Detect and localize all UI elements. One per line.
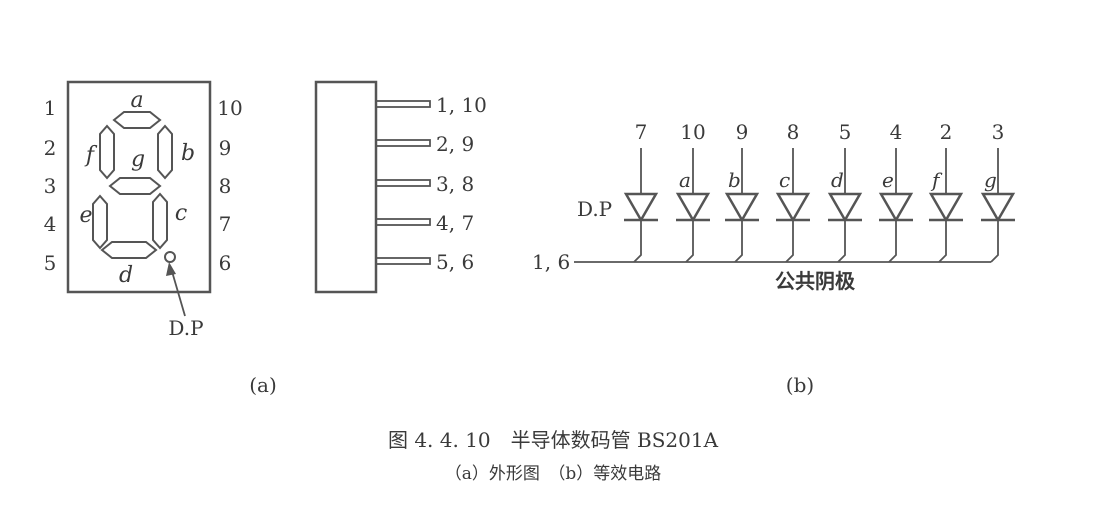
pin-number: 8 — [787, 120, 800, 144]
diode-symbol — [775, 192, 811, 223]
dp-arrow-head — [166, 262, 176, 276]
pin-label-left: 2 — [44, 136, 57, 160]
dp-arrow — [170, 267, 186, 317]
front-view: a f g b e c d D.P 1 2 3 4 5 10 9 8 7 6 — [44, 80, 243, 340]
segment-label: a — [679, 168, 691, 192]
cathode-wire — [938, 220, 947, 263]
segment-label-a: a — [130, 88, 143, 113]
side-pin — [375, 100, 431, 108]
pin-label-right: 7 — [219, 212, 232, 236]
pin-label-left: 4 — [44, 212, 57, 236]
pin-label-right: 9 — [219, 136, 232, 160]
display-body — [66, 80, 212, 294]
common-cathode-label: 公共阴极 — [775, 269, 856, 293]
segment-label-e: e — [79, 203, 92, 228]
segment-label-c: c — [175, 201, 187, 226]
pin-number: 4 — [890, 120, 903, 144]
pin-label-left: 1 — [44, 96, 57, 120]
pin-label-right: 8 — [219, 174, 232, 198]
cathode-wire — [785, 220, 794, 263]
figure-a-label: (a) — [249, 373, 277, 397]
pin-label-left: 3 — [44, 174, 57, 198]
segment-g — [108, 177, 162, 195]
pin-number: 7 — [635, 120, 648, 144]
common-pin-label: 1, 6 — [532, 250, 570, 274]
side-pin-label: 2, 9 — [436, 132, 474, 156]
diode-symbol — [928, 192, 964, 223]
segment-label-b: b — [181, 141, 195, 166]
pin-number: 3 — [992, 120, 1005, 144]
figure-caption-subtitle: （a）外形图 （b）等效电路 — [444, 464, 662, 484]
side-pin — [375, 257, 431, 265]
equivalent-circuit: 7 10 a 9 b 8 c 5 d 4 e 2 f 3 g — [574, 120, 1016, 263]
pin-number: 5 — [839, 120, 852, 144]
diode-symbol — [675, 192, 711, 223]
side-pin — [375, 218, 431, 226]
cathode-wire — [734, 220, 743, 263]
cathode-wire — [685, 220, 694, 263]
segment-label-d: d — [119, 263, 133, 288]
segment-a — [112, 111, 162, 129]
pin-label-left: 5 — [44, 251, 57, 275]
dp-label-b: D.P — [577, 197, 612, 221]
pin-number: 2 — [940, 120, 953, 144]
side-pin — [375, 139, 431, 147]
side-view: 1, 10 2, 9 3, 8 4, 7 5, 6 — [314, 80, 487, 294]
segment-d — [100, 241, 158, 259]
pin-label-right: 10 — [217, 96, 242, 120]
diode-symbol — [827, 192, 863, 223]
cathode-wire — [837, 220, 846, 263]
segment-label: b — [728, 168, 741, 192]
diode-symbol — [878, 192, 914, 223]
cathode-wire — [888, 220, 897, 263]
segment-label: g — [984, 168, 997, 192]
segment-label: e — [882, 168, 894, 192]
segment-b — [157, 124, 173, 180]
segment-label-f: f — [84, 143, 98, 168]
pin-number: 9 — [736, 120, 749, 144]
segment-f — [99, 124, 115, 180]
segment-label: c — [779, 168, 790, 192]
diode-symbol — [724, 192, 760, 223]
dp-label-a: D.P — [168, 316, 203, 340]
side-pin-label: 5, 6 — [436, 250, 474, 274]
dp-dot — [164, 251, 176, 263]
side-body — [314, 80, 378, 294]
segment-label: d — [831, 168, 844, 192]
side-pin-label: 4, 7 — [436, 211, 474, 235]
segment-e — [92, 194, 108, 250]
segment-label-g: g — [131, 147, 145, 172]
side-pin-label: 3, 8 — [436, 172, 474, 196]
diode-symbol — [980, 192, 1016, 223]
side-pin-label: 1, 10 — [436, 93, 487, 117]
segment-label: f — [930, 168, 943, 192]
pin-number: 10 — [680, 120, 705, 144]
pin-label-right: 6 — [219, 251, 232, 275]
cathode-wire — [633, 220, 642, 263]
figure-b-label: (b) — [786, 373, 814, 397]
side-pin — [375, 179, 431, 187]
figure-caption-title: 图 4. 4. 10 半导体数码管 BS201A — [387, 428, 719, 452]
diode-symbol — [623, 192, 659, 223]
segment-c — [152, 192, 168, 250]
cathode-wire — [990, 220, 999, 263]
